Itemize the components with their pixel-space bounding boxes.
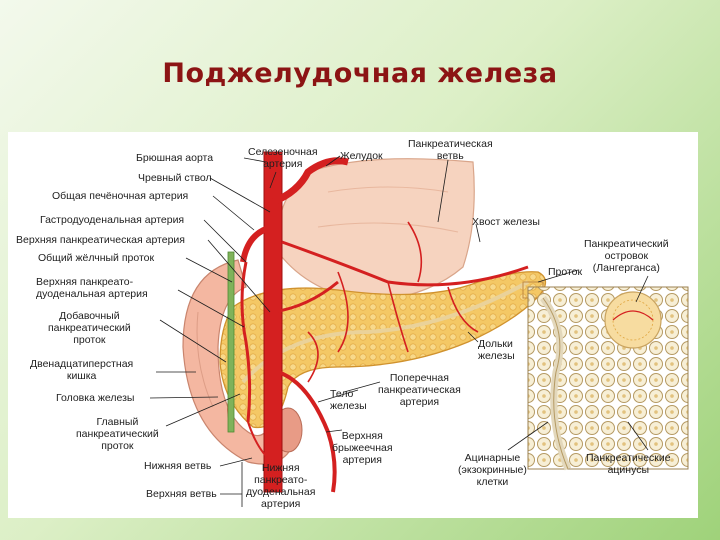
- diagram-panel: Брюшная аорта Селезеночная артерия Желуд…: [8, 132, 698, 518]
- label-duct: Проток: [548, 266, 583, 278]
- label-splenic-artery: Селезеночная артерия: [248, 146, 318, 170]
- label-duodenum: Двенадцатиперстная кишка: [30, 358, 134, 382]
- label-tail: Хвост железы: [472, 216, 540, 228]
- label-superior-mesenteric-artery: Верхняя брыжеечная артерия: [332, 430, 393, 466]
- aorta-shape: [263, 151, 283, 493]
- label-acini: Панкреатические ацинусы: [586, 452, 671, 476]
- anatomy-illustration: [149, 151, 689, 507]
- label-superior-pancreaticoduodenal-artery: Верхняя панкреато- дуоденальная артерия: [36, 276, 148, 300]
- label-lobules: Дольки железы: [478, 338, 515, 362]
- label-head: Головка железы: [56, 392, 135, 404]
- label-pancreatic-branch: Панкреатическая ветвь: [408, 138, 493, 162]
- label-transverse-pancreatic-artery: Поперечная панкреатическая артерия: [378, 372, 461, 408]
- label-inferior-pancreaticoduodenal-artery: Нижняя панкреато- дуоденальная артерия: [246, 462, 316, 510]
- label-main-duct: Главный панкреатический проток: [76, 416, 159, 452]
- label-acinar-cells: Ацинарные (экзокринные) клетки: [458, 452, 527, 488]
- label-superior-pancreatic-artery: Верхняя панкреатическая артерия: [16, 234, 185, 246]
- label-abdominal-aorta: Брюшная аорта: [136, 152, 214, 164]
- label-stomach: Желудок: [340, 150, 383, 162]
- label-celiac-trunk: Чревный ствол: [138, 172, 212, 184]
- label-common-hepatic-artery: Общая печёночная артерия: [52, 190, 189, 202]
- label-common-bile-duct: Общий жёлчный проток: [38, 252, 155, 264]
- label-body: Тело железы: [330, 388, 367, 412]
- label-inferior-branch: Нижняя ветвь: [144, 460, 212, 472]
- label-superior-branch: Верхняя ветвь: [146, 488, 217, 500]
- label-accessory-duct: Добавочный панкреатический проток: [48, 310, 131, 346]
- label-gastroduodenal-artery: Гастродуоденальная артерия: [40, 214, 185, 226]
- slide-title: Поджелудочная железа: [162, 58, 558, 89]
- label-islet: Панкреатический островок (Лангерганса): [584, 238, 669, 274]
